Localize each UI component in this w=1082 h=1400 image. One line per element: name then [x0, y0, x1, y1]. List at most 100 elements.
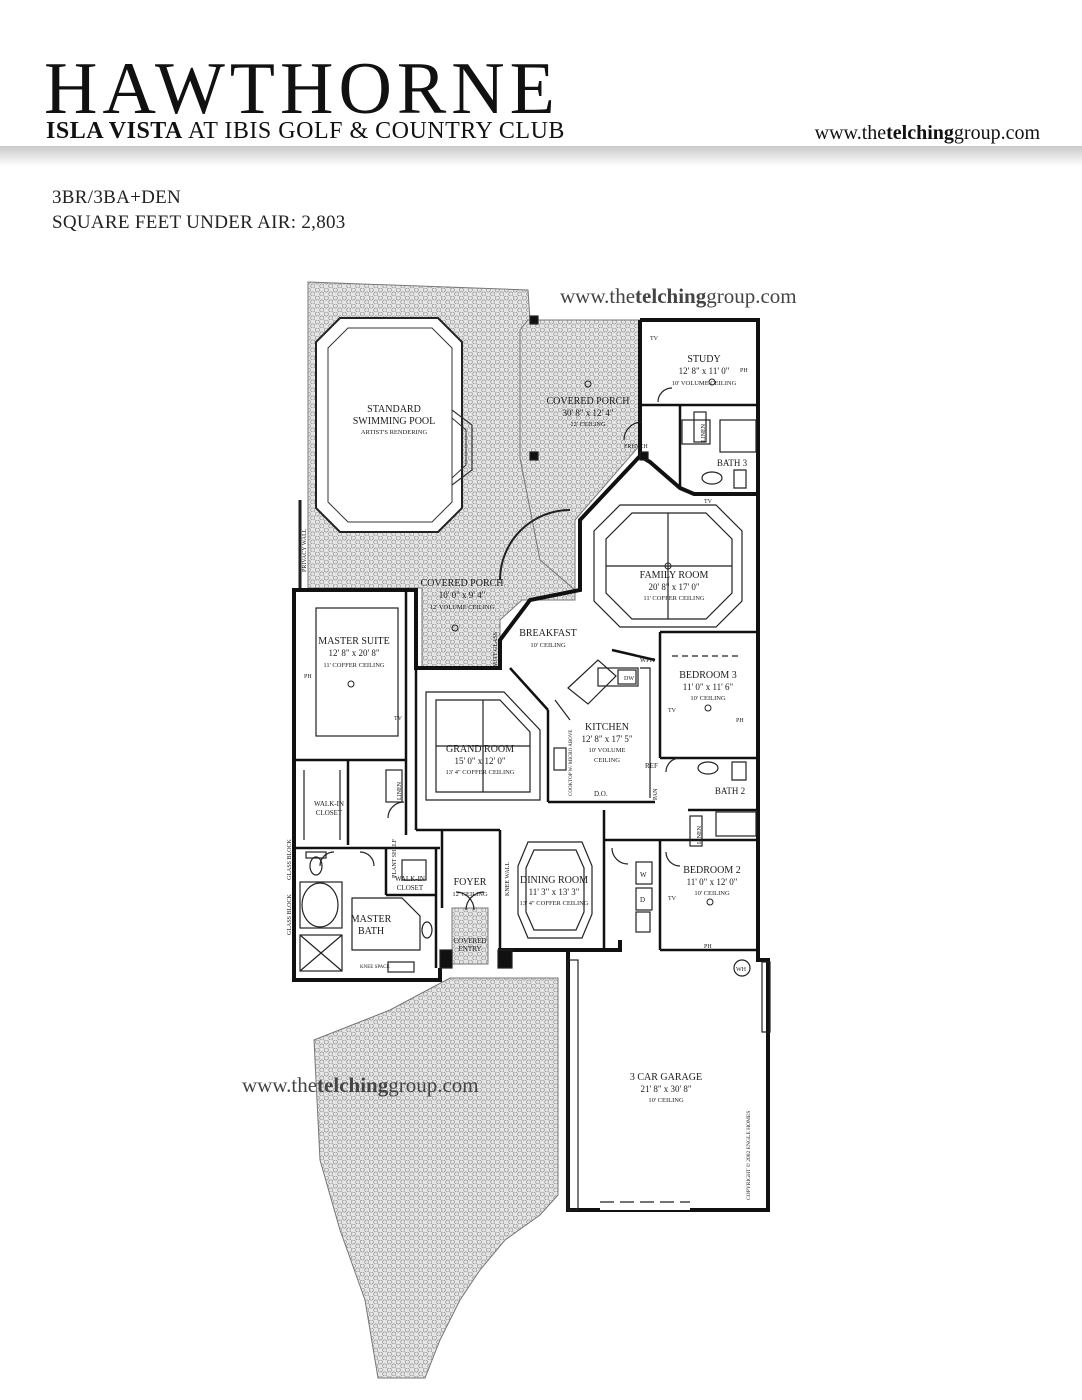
grand-room-label: GRAND ROOM	[446, 744, 514, 755]
walkin-closet-1-label-1: WALK-IN	[314, 800, 344, 808]
ph-label-study: PH	[740, 368, 748, 374]
garage-dims: 21' 8" x 30' 8"	[640, 1084, 691, 1094]
subtitle-club: AT IBIS GOLF & COUNTRY CLUB	[182, 118, 565, 144]
fixture-labels: PRIVACY WALL BUTT GLASS KNEE WALL PLANT …	[287, 336, 752, 1200]
dining-room-label: DINING ROOM	[520, 875, 588, 886]
refrigerator-label: REF	[645, 762, 658, 770]
privacy-wall-label: PRIVACY WALL	[302, 528, 308, 572]
covered-entry-label-2: ENTRY	[459, 945, 482, 953]
family-room-ceiling: 11' COFFER CEILING	[643, 595, 705, 602]
copyright-label: COPYRIGHT © 2002 ENGLE HOMES	[745, 1111, 752, 1200]
ph-label-bedroom2: PH	[704, 944, 712, 950]
cooktop-label: COOKTOP W/ MICRO ABOVE	[569, 730, 574, 796]
covered-porch-ceiling: 12' CEILING	[570, 421, 606, 428]
master-suite-dims: 12' 8" x 20' 8"	[328, 648, 379, 658]
linen-label-bath2: LINEN	[697, 825, 703, 844]
master-suite-label: MASTER SUITE	[318, 636, 389, 647]
walkin-closet-2-label-2: CLOSET	[397, 884, 424, 892]
pool-label-1: STANDARD	[367, 404, 421, 415]
bedroom2-label: BEDROOM 2	[683, 865, 741, 876]
tv-label-bedroom2: TV	[668, 896, 677, 902]
covered-entry-label-1: COVERED	[453, 937, 486, 945]
kitchen-ceiling-1: 10' VOLUME	[589, 747, 626, 754]
grand-room-dims: 15' 0" x 12' 0"	[454, 756, 505, 766]
small-porch-ceiling: 12' VOLUME CEILING	[430, 604, 495, 611]
wm-top-prefix: www.the	[560, 284, 636, 308]
community-subtitle: ISLA VISTA AT IBIS GOLF & COUNTRY CLUB	[46, 118, 565, 145]
study-label: STUDY	[687, 354, 720, 365]
bedroom3-label: BEDROOM 3	[679, 670, 737, 681]
bath3-label: BATH 3	[717, 458, 748, 468]
small-porch-label: COVERED PORCH	[420, 578, 503, 589]
plant-shelf-label: PLANT SHELF	[392, 838, 398, 878]
garage-ceiling: 10' CEILING	[648, 1097, 684, 1104]
linen-label-master: LINEN	[397, 781, 403, 800]
glass-block-label: GLASS BLOCK	[287, 893, 293, 935]
wm-bottom-suffix: group.com	[388, 1073, 479, 1097]
url-bold: telching	[886, 122, 954, 144]
header-banner: HAWTHORNE ISLA VISTA AT IBIS GOLF & COUN…	[0, 0, 1082, 150]
room-labels: STANDARD SWIMMING POOL ARTIST'S RENDERIN…	[314, 354, 748, 1104]
url-suffix: group.com	[953, 122, 1040, 144]
bath2-label: BATH 2	[715, 786, 745, 796]
bedroom2-dims: 11' 0" x 12' 0"	[687, 877, 738, 887]
covered-porch-label: COVERED PORCH	[546, 396, 629, 407]
interior-walls	[294, 403, 758, 968]
tv-label-bedroom3: TV	[668, 708, 677, 714]
french-door-label: FRENCH	[624, 444, 648, 450]
ceiling-fan-markers	[347, 378, 716, 906]
tv-label-study: TV	[650, 336, 659, 342]
family-room-dims: 20' 8" x 17' 0"	[648, 582, 699, 592]
study-ceiling: 10' VOLUME CEILING	[672, 380, 737, 387]
pool-label-2: SWIMMING POOL	[353, 416, 436, 427]
dining-room-dims: 11' 3" x 13' 3"	[529, 887, 580, 897]
subtitle-community: ISLA VISTA	[46, 118, 183, 144]
driveway	[313, 977, 559, 1379]
butt-glass-label: BUTT GLASS	[493, 632, 499, 668]
breakfast-label: BREAKFAST	[519, 628, 577, 639]
bedroom3-ceiling: 10' CEILING	[690, 695, 726, 702]
dining-room-ceiling: 13' 4" COFFER CEILING	[519, 900, 588, 907]
dishwasher-label: DW	[624, 676, 634, 682]
watermark-bottom: www.thetelchinggroup.com	[242, 1073, 479, 1098]
foyer-ceiling: 12' CEILING	[452, 891, 488, 898]
water-heater-label: WH	[736, 967, 747, 973]
kitchen-dims: 12' 8" x 17' 5"	[581, 734, 632, 744]
watermark-top: www.thetelchinggroup.com	[560, 284, 797, 309]
wm-top-suffix: group.com	[706, 284, 797, 308]
square-feet-spec: SQUARE FEET UNDER AIR: 2,803	[52, 212, 346, 233]
glass-block-label-2: GLASS BLOCK	[287, 838, 293, 880]
header-website-link[interactable]: www.thetelchinggroup.com	[815, 122, 1040, 145]
water-purifier-label: WPH	[640, 657, 655, 664]
covered-porch-dims: 30' 8" x 12' 4"	[562, 408, 613, 418]
tv-label-master: TV	[394, 716, 403, 722]
url-prefix: www.the	[814, 122, 887, 144]
small-porch-dims: 10' 0" x 9' 4"	[439, 590, 486, 600]
covered-entry-floor	[451, 907, 489, 965]
bedroom3-dims: 11' 0" x 11' 6"	[683, 682, 734, 692]
breakfast-ceiling: 10' CEILING	[530, 642, 566, 649]
tv-label-bath3: TV	[704, 499, 713, 505]
wm-bottom-bold: telching	[317, 1073, 389, 1097]
master-bath-label-2: BATH	[358, 926, 384, 937]
linen-label-bath3: LINEN	[701, 423, 707, 442]
dryer-label: D	[640, 896, 645, 904]
ph-label-master: PH	[304, 674, 312, 680]
kitchen-label: KITCHEN	[585, 722, 629, 733]
pool-note: ARTIST'S RENDERING	[361, 429, 428, 436]
knee-wall-label: KNEE WALL	[505, 862, 511, 896]
master-suite-ceiling: 11' COFFER CEILING	[323, 662, 385, 669]
bedroom2-ceiling: 10' CEILING	[694, 890, 730, 897]
master-bath-label-1: MASTER	[351, 914, 392, 925]
foyer-label: FOYER	[454, 877, 487, 888]
pantry-label: PAN	[653, 788, 659, 800]
walkin-closet-1-label-2: CLOSET	[316, 809, 343, 817]
plan-title: HAWTHORNE	[44, 48, 560, 130]
washer-label: W	[640, 871, 647, 879]
beds-baths-spec: 3BR/3BA+DEN	[52, 187, 182, 208]
garage-label: 3 CAR GARAGE	[630, 1072, 702, 1083]
fixtures	[299, 315, 771, 1211]
grand-room-ceiling: 13' 4" COFFER CEILING	[445, 769, 514, 776]
swimming-pool	[315, 317, 473, 533]
